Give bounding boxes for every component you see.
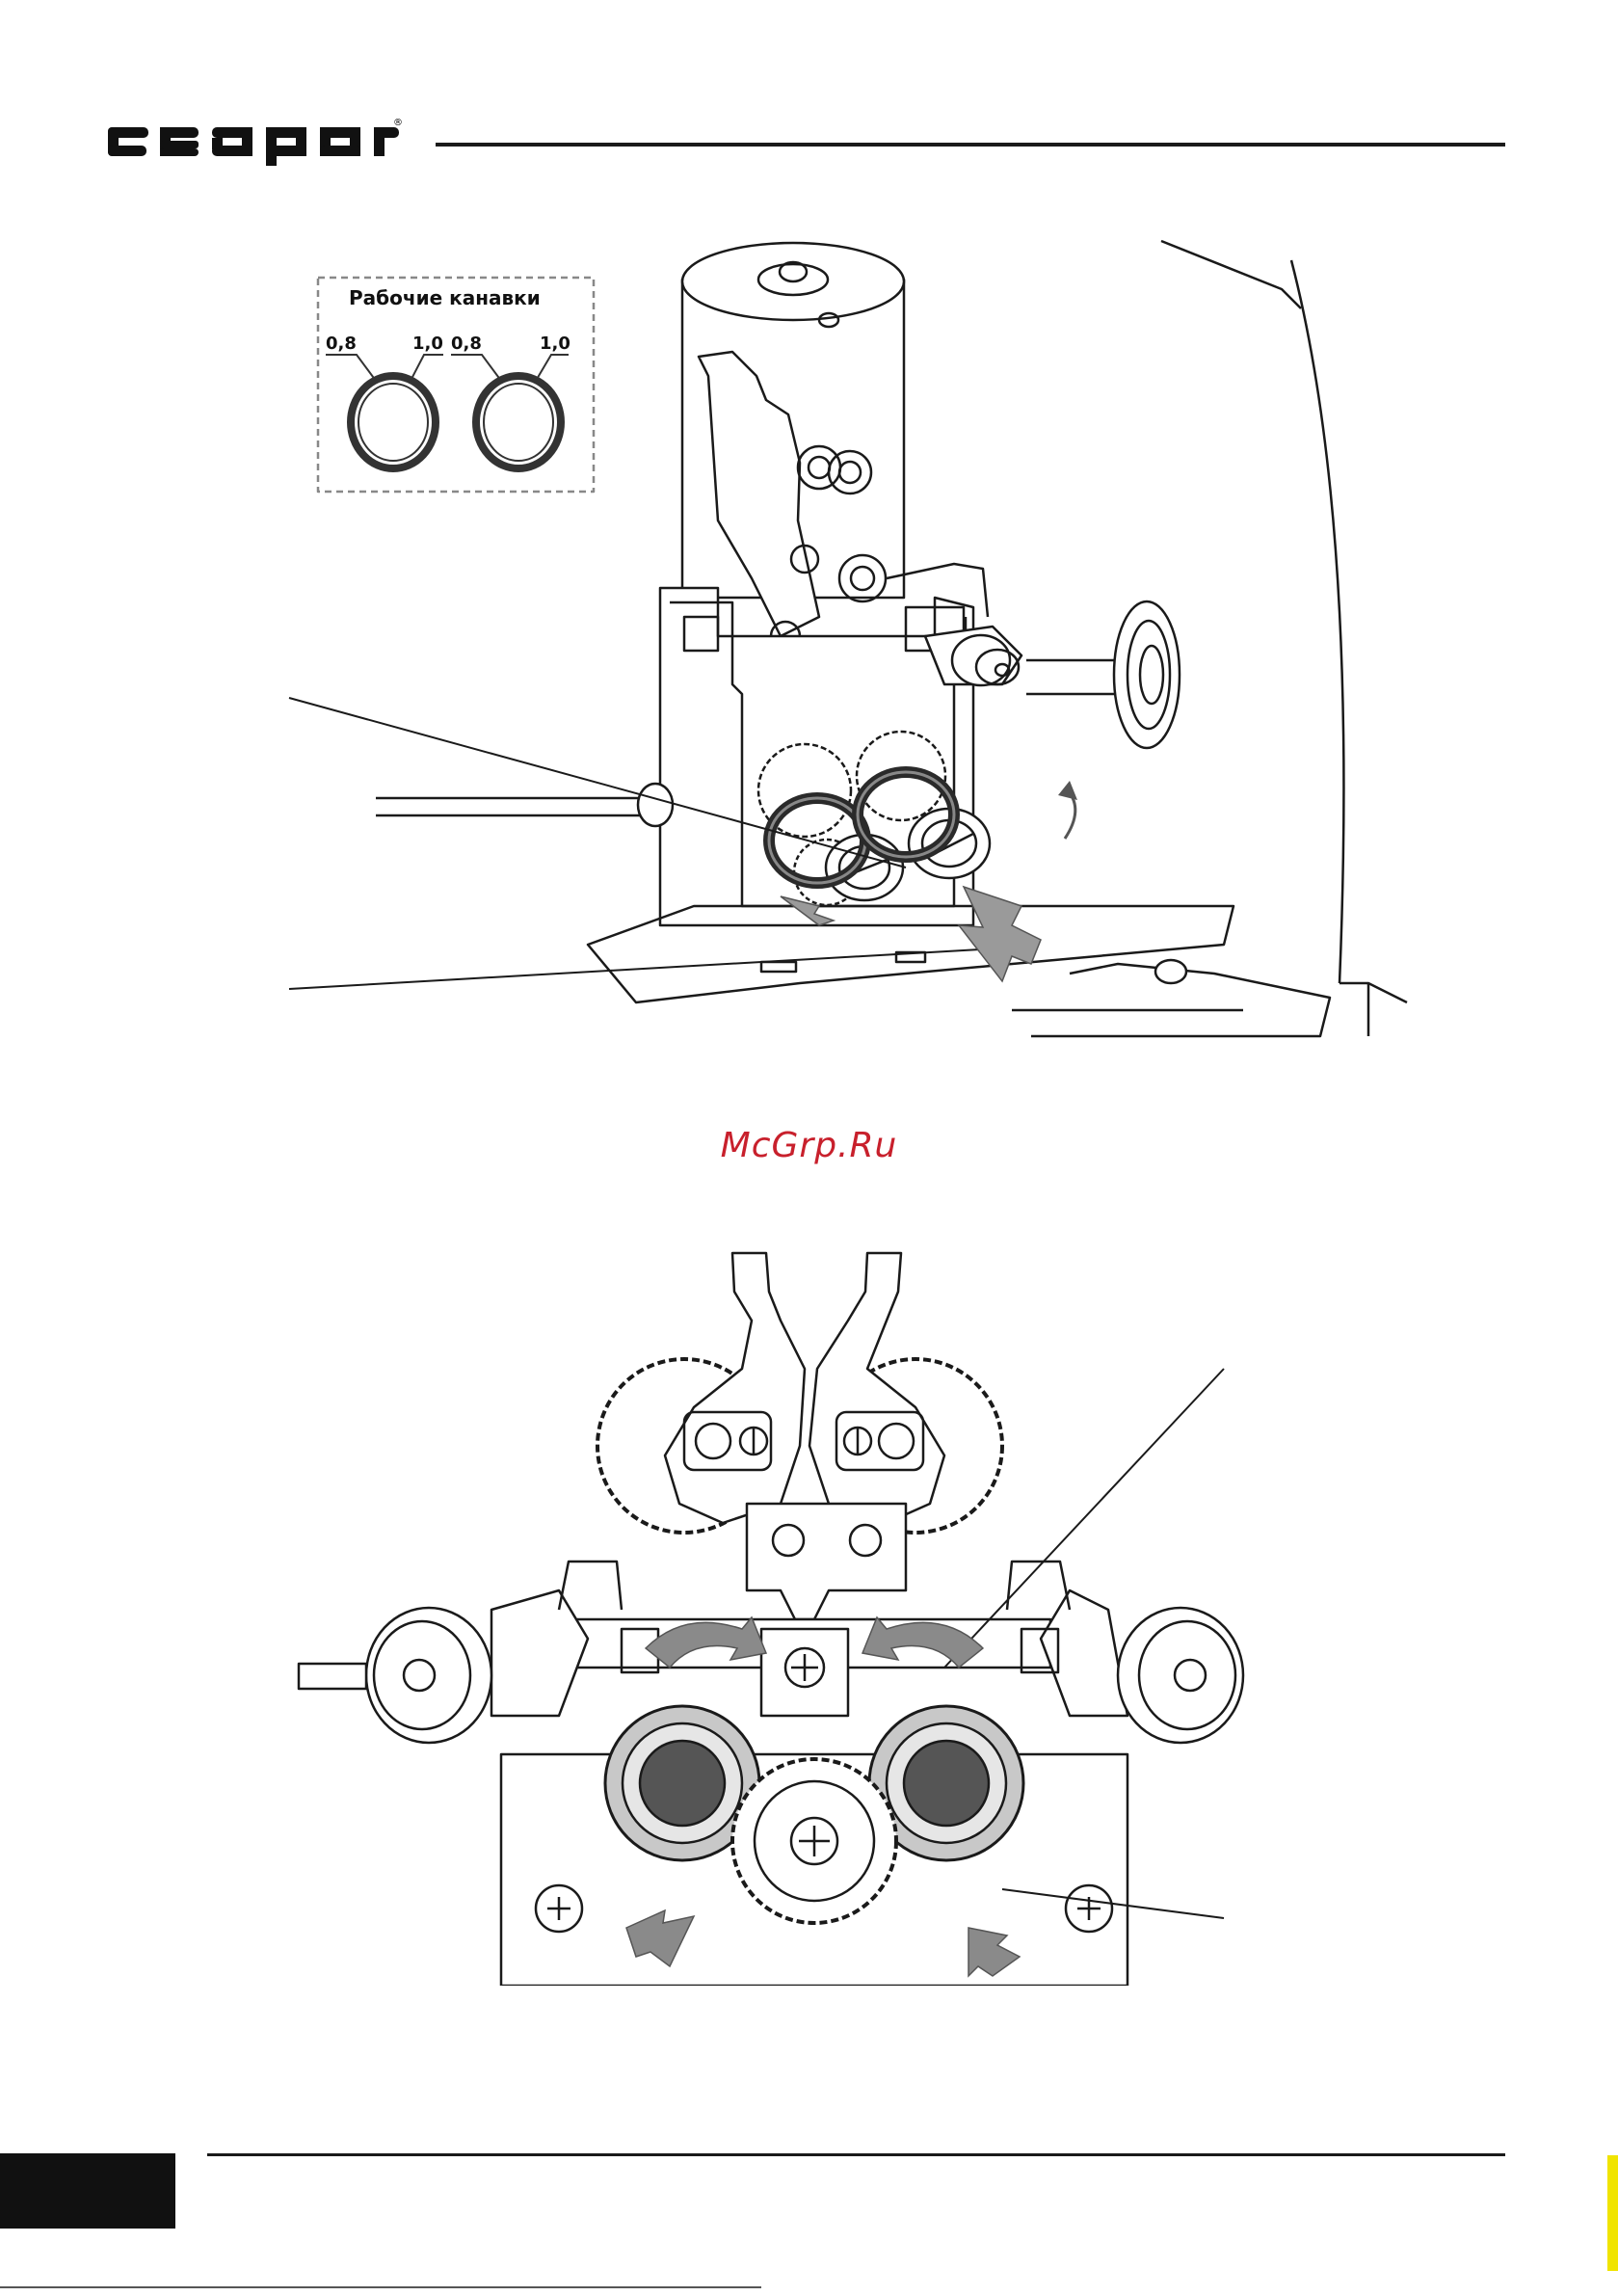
watermark: McGrp.Ru (0, 1126, 1618, 1165)
edge-color-mark (1607, 2155, 1618, 2271)
groove-inset-box (318, 278, 594, 492)
groove-label-1-0-b: 1,0 (540, 334, 570, 354)
wire-feeder-illustration: Рабочие канавки 0,8 1,0 0,8 1,0 (279, 231, 1523, 1051)
footer-rule (207, 2153, 1505, 2156)
groove-label-0-8-a: 0,8 (326, 334, 357, 354)
groove-label-0-8-b: 0,8 (451, 334, 482, 354)
groove-label-1-0-a: 1,0 (412, 334, 443, 354)
brand-logo: ® (104, 114, 403, 172)
registered-mark: ® (393, 118, 403, 128)
groove-inset-title: Рабочие канавки (349, 286, 541, 309)
feed-mechanism-front-illustration (241, 1215, 1426, 1986)
page-number-tab (0, 2153, 175, 2229)
header-rule (436, 143, 1505, 147)
bottom-edge-line (0, 2286, 761, 2288)
